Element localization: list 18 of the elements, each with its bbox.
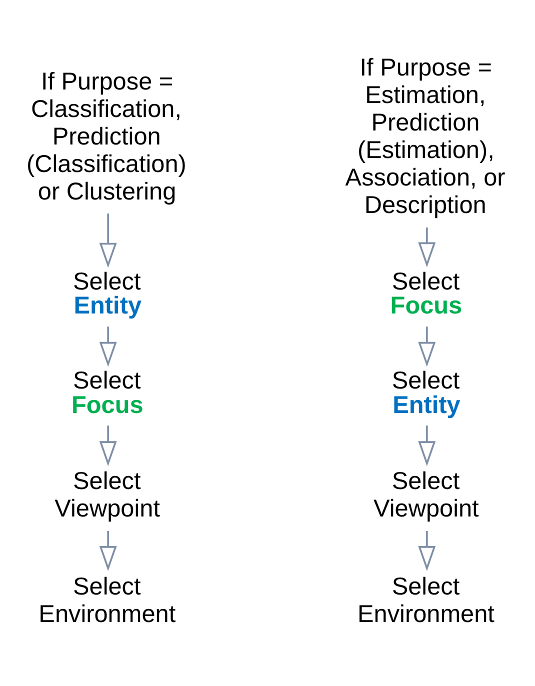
arrow [418,426,436,466]
arrow [418,326,436,367]
node-text: Select Environment [38,573,176,628]
node-text: Select Focus [390,268,462,320]
node-text: Select Viewpoint [374,468,479,523]
node-text: Select Entity [392,367,460,419]
arrow [99,214,117,268]
arrow [99,426,117,466]
node-text: Select Viewpoint [54,468,160,523]
node-text: If Purpose = Classification, Prediction (Classification) or Clustering [26,68,186,206]
node-text: If Purpose = Estimation, Prediction (Estimation), Association, or Description [345,54,506,220]
arrow [99,326,117,367]
arrow [418,228,436,268]
arrow [418,530,436,572]
node-text: Select Environment [358,573,494,628]
node-text: Select Focus [71,367,144,419]
node-text: Select Entity [72,268,142,320]
arrow [99,530,117,572]
